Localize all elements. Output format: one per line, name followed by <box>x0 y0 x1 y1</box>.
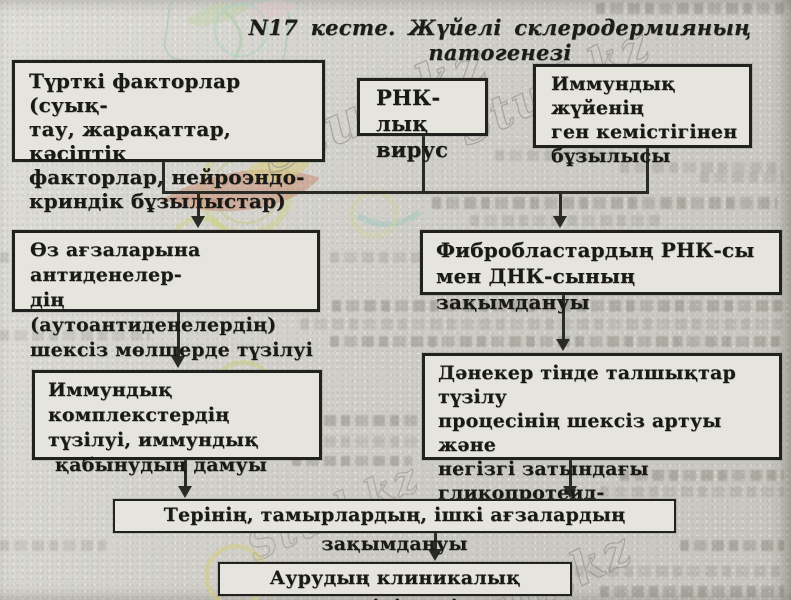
arrow-to-fibroblast <box>559 193 562 217</box>
arrow-to-autoantibodies <box>197 193 200 217</box>
bleed-noise <box>432 197 777 209</box>
bleed-noise <box>0 540 106 551</box>
bleed-noise <box>680 540 784 551</box>
bleed-noise <box>600 486 784 497</box>
box-connective-tissue: Дәнекер тінде талшықтар түзілу процесіні… <box>422 353 782 528</box>
arrowhead-to-connective-tissue <box>556 339 570 351</box>
arrowhead-right-to-organ-damage <box>563 486 577 498</box>
bleed-noise <box>596 3 784 14</box>
box-immune-complexes: Иммундық комплекстердің түзілуі, иммунды… <box>32 370 322 476</box>
bleed-noise <box>300 318 782 330</box>
bleed-noise <box>330 252 422 263</box>
bleed-noise <box>600 586 784 597</box>
arrow-to-clinical <box>434 532 437 550</box>
connector-bus <box>162 191 649 194</box>
arrow-left-to-organ-damage <box>184 460 187 487</box>
box-immune-gene-defect: Иммундық жүйенің ген кемістігінен бұзылы… <box>533 64 752 167</box>
box-rna-virus: РНК-лық вирус <box>357 78 488 162</box>
arrow-to-immune-complexes <box>177 312 180 358</box>
arrowhead-to-autoantibodies <box>191 216 205 228</box>
box-trigger-factors: Түрткі факторлар (суық- тау, жарақаттар,… <box>12 60 325 213</box>
arrowhead-to-fibroblast <box>553 216 567 228</box>
arrowhead-left-to-organ-damage <box>178 486 192 498</box>
box-clinical-manifestations: Аурудың клиникалық көріністері <box>218 562 572 600</box>
box-organ-damage: Терінің, тамырлардың, ішкі ағзалардың за… <box>113 499 676 555</box>
page-title: N17 кесте. Жүйелі склеродермияның патоге… <box>248 15 752 65</box>
bleed-noise <box>700 172 784 183</box>
arrow-right-to-organ-damage <box>569 460 572 487</box>
arrowhead-to-immune-complexes <box>171 356 185 368</box>
bleed-noise <box>575 566 785 577</box>
connector-virus-down <box>422 135 425 193</box>
box-autoantibodies: Өз ағзаларына антиденелер- дің (аутоанти… <box>12 230 320 361</box>
connector-gene-down <box>646 147 649 193</box>
box-fibroblast-damage: Фибробластардың РНК-сы мен ДНК-сының зақ… <box>420 230 782 314</box>
arrowhead-to-clinical <box>428 549 442 561</box>
connector-trigger-down <box>162 161 165 193</box>
arrow-to-connective-tissue <box>562 295 565 340</box>
